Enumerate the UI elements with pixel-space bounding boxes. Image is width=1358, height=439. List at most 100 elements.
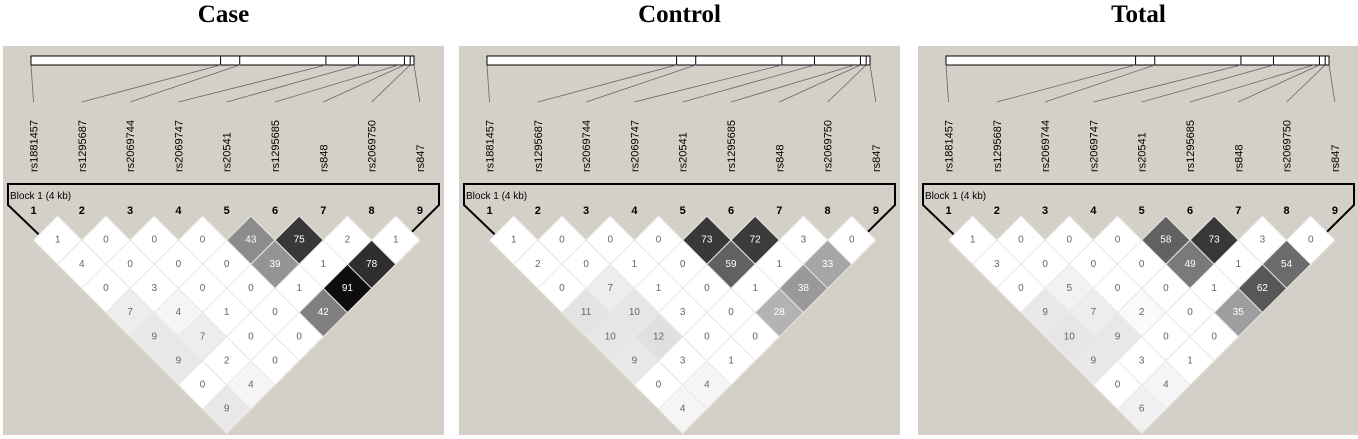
ld-value: 0 (272, 355, 278, 366)
ld-value: 0 (752, 331, 758, 342)
ld-value: 54 (1281, 259, 1293, 270)
ld-value: 7 (607, 283, 613, 294)
ld-value: 4 (248, 380, 254, 391)
snp-label: rs1295687 (77, 120, 89, 172)
ld-value: 0 (656, 380, 662, 391)
snp-label: rs2069744 (1040, 120, 1052, 172)
ld-value: 75 (294, 235, 306, 246)
ld-value: 4 (704, 380, 710, 391)
snp-position-connector (996, 64, 1136, 103)
marker-index: 9 (873, 205, 879, 217)
snp-position-connector (1044, 64, 1155, 103)
ld-value: 28 (774, 307, 786, 318)
ld-value: 1 (777, 259, 783, 270)
ld-value: 0 (176, 259, 182, 270)
panel-title: Control (638, 1, 721, 28)
snp-position-connector (1328, 64, 1336, 103)
snp-position-connector (827, 64, 867, 103)
snp-label: rs2069747 (629, 120, 641, 172)
position-bar (486, 55, 871, 66)
ld-value: 0 (272, 307, 278, 318)
ld-value: 0 (1308, 235, 1314, 246)
snp-label: rs847 (415, 144, 427, 172)
ld-value: 3 (994, 259, 1000, 270)
ld-value: 0 (1042, 259, 1048, 270)
marker-index: 8 (369, 205, 375, 217)
snp-label: rs1295685 (270, 120, 282, 172)
ld-value: 91 (342, 283, 354, 294)
ld-value: 3 (1260, 235, 1266, 246)
ld-value: 2 (535, 259, 541, 270)
snp-position-connector (1189, 64, 1314, 103)
ld-value: 0 (1115, 283, 1121, 294)
ld-value: 43 (245, 235, 257, 246)
ld-value: 49 (1184, 259, 1196, 270)
ld-value: 7 (127, 307, 133, 318)
ld-value: 1 (752, 283, 758, 294)
ld-value: 4 (680, 404, 686, 415)
ld-value: 0 (103, 283, 109, 294)
snp-label: rs2069750 (823, 120, 835, 172)
ld-value: 38 (798, 283, 810, 294)
marker-index: 9 (417, 205, 423, 217)
ld-value: 42 (318, 307, 330, 318)
ld-value: 0 (127, 259, 133, 270)
ld-value: 0 (1018, 283, 1024, 294)
marker-index: 7 (776, 205, 782, 217)
ld-value: 0 (248, 283, 254, 294)
marker-index: 8 (1284, 205, 1290, 217)
snp-label: rs1881457 (944, 120, 956, 172)
ld-value: 2 (345, 235, 351, 246)
marker-index: 6 (1187, 205, 1193, 217)
snp-position-connector (1141, 64, 1274, 103)
snp-position-connector (1286, 64, 1326, 103)
ld-value: 1 (1187, 355, 1193, 366)
ld-value: 4 (79, 259, 85, 270)
ld-value: 0 (1018, 235, 1024, 246)
snp-label: rs1881457 (29, 120, 41, 172)
marker-index: 3 (127, 205, 133, 217)
snp-label: rs848 (774, 144, 786, 172)
ld-value: 9 (1042, 307, 1048, 318)
ld-cell (1116, 384, 1167, 435)
snp-label: rs847 (1330, 144, 1342, 172)
snp-position-connector (178, 64, 327, 103)
marker-index: 2 (535, 205, 541, 217)
snp-label: rs2069747 (1088, 120, 1100, 172)
marker-index: 5 (224, 205, 230, 217)
marker-index: 1 (30, 205, 36, 217)
ld-value: 33 (822, 259, 834, 270)
marker-index: 5 (1139, 205, 1145, 217)
ld-value: 0 (849, 235, 855, 246)
ld-value: 1 (511, 235, 517, 246)
marker-index: 8 (825, 205, 831, 217)
ld-value: 73 (701, 235, 713, 246)
ld-value: 0 (151, 235, 157, 246)
snp-label: rs20541 (678, 132, 690, 172)
snp-position-connector (226, 64, 359, 103)
ld-value: 3 (1139, 355, 1145, 366)
ld-value: 0 (704, 283, 710, 294)
snp-position-connector (537, 64, 677, 103)
ld-value: 9 (1115, 331, 1121, 342)
ld-value: 7 (1091, 307, 1097, 318)
ld-value: 0 (728, 307, 734, 318)
block-label: Block 1 (4 kb) (10, 191, 71, 202)
ld-value: 73 (1209, 235, 1221, 246)
ld-value: 1 (1211, 283, 1217, 294)
ld-value: 2 (1139, 307, 1145, 318)
ld-value: 5 (1066, 283, 1072, 294)
ld-cell (201, 384, 252, 435)
marker-index: 1 (945, 205, 951, 217)
ld-value: 0 (704, 331, 710, 342)
snp-position-connector (274, 64, 399, 103)
ld-value: 2 (224, 355, 230, 366)
panel-title: Case (198, 1, 249, 28)
ld-value: 0 (1115, 380, 1121, 391)
ld-value: 1 (393, 235, 399, 246)
marker-index: 2 (994, 205, 1000, 217)
